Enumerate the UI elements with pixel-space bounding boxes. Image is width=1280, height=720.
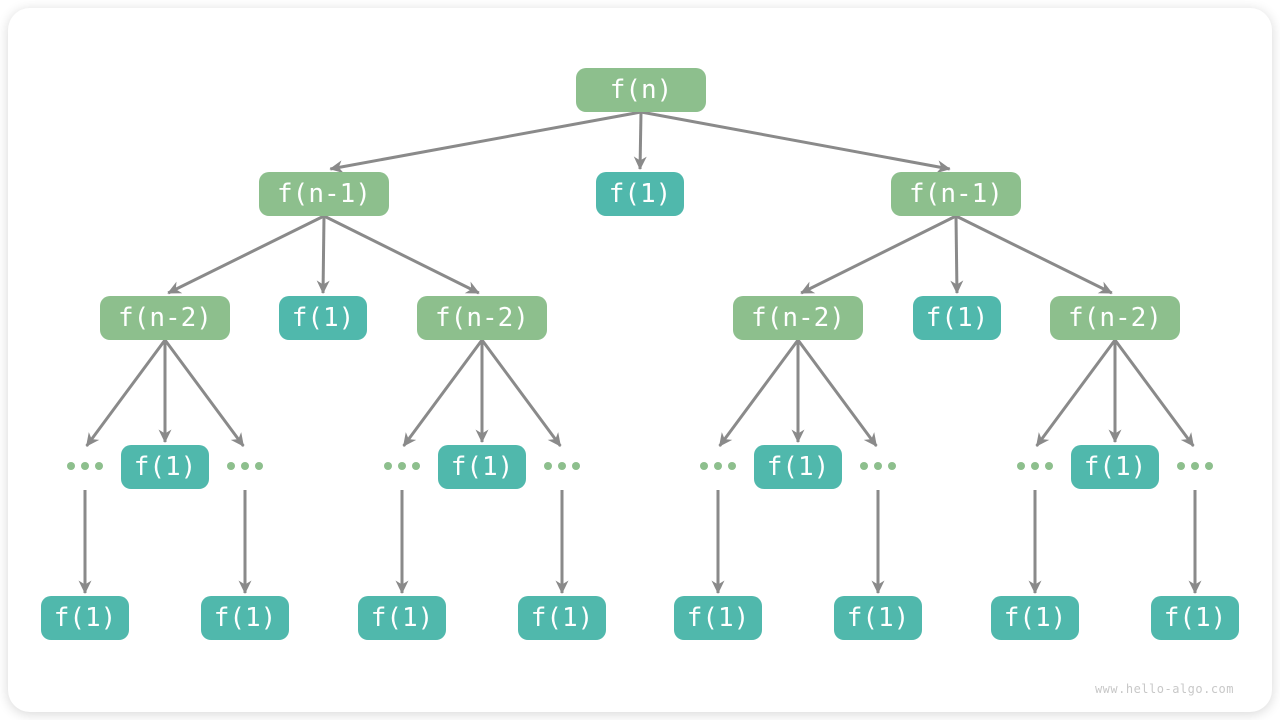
ellipsis-dot <box>888 462 896 470</box>
tree-node-f-1-: f(1) <box>279 296 367 340</box>
ellipsis-node <box>1017 462 1053 470</box>
ellipsis-dot <box>81 462 89 470</box>
tree-node-f-n-1-: f(n-1) <box>891 172 1021 216</box>
ellipsis-dot <box>95 462 103 470</box>
edge-n-b1 <box>633 111 647 170</box>
edge-n1a-n2b <box>323 214 480 295</box>
ellipsis-node <box>700 462 736 470</box>
tree-node-f-n-2-: f(n-2) <box>417 296 547 340</box>
edge-n2d-e7 <box>1035 339 1117 447</box>
tree-node-f-1-: f(1) <box>201 596 289 640</box>
tree-node-f-1-: f(1) <box>754 445 842 489</box>
tree-node-f-1-: f(1) <box>834 596 922 640</box>
edge-n2d-e8 <box>1113 339 1195 447</box>
ellipsis-node <box>67 462 103 470</box>
tree-node-f-1-: f(1) <box>438 445 526 489</box>
ellipsis-node <box>1177 462 1213 470</box>
ellipsis-dot <box>1031 462 1039 470</box>
ellipsis-dot <box>874 462 882 470</box>
ellipsis-dot <box>700 462 708 470</box>
edge-n1a-n2a <box>167 214 325 295</box>
tree-node-f-1-: f(1) <box>991 596 1079 640</box>
tree-node-f-n-2-: f(n-2) <box>100 296 230 340</box>
ellipsis-dot <box>572 462 580 470</box>
ellipsis-dot <box>412 462 420 470</box>
ellipsis-node <box>227 462 263 470</box>
ellipsis-dot <box>558 462 566 470</box>
ellipsis-dot <box>1191 462 1199 470</box>
tree-node-f-1-: f(1) <box>1071 445 1159 489</box>
ellipsis-dot <box>1017 462 1025 470</box>
ellipsis-dot <box>728 462 736 470</box>
tree-node-f-1-: f(1) <box>518 596 606 640</box>
ellipsis-dot <box>714 462 722 470</box>
edge-n1b-b2b <box>950 215 964 294</box>
ellipsis-dot <box>1205 462 1213 470</box>
ellipsis-node <box>384 462 420 470</box>
ellipsis-dot <box>1045 462 1053 470</box>
ellipsis-dot <box>398 462 406 470</box>
tree-node-f-1-: f(1) <box>121 445 209 489</box>
edge-n2a-e1 <box>85 339 167 447</box>
ellipsis-dot <box>255 462 263 470</box>
edge-n-n1b <box>640 110 951 174</box>
edge-n2a-e2 <box>163 339 245 447</box>
edge-n-n1a <box>329 110 642 174</box>
ellipsis-dot <box>1177 462 1185 470</box>
tree-node-f-n-2-: f(n-2) <box>1050 296 1180 340</box>
ellipsis-dot <box>544 462 552 470</box>
edge-n1b-n2d <box>955 214 1113 295</box>
edge-n2b-e3 <box>402 339 484 447</box>
watermark-url: www.hello-algo.com <box>1094 682 1234 696</box>
ellipsis-dot <box>227 462 235 470</box>
tree-node-f-1-: f(1) <box>1151 596 1239 640</box>
tree-node-f-1-: f(1) <box>913 296 1001 340</box>
ellipsis-node <box>860 462 896 470</box>
tree-node-f-n-: f(n) <box>576 68 706 112</box>
tree-node-f-n-2-: f(n-2) <box>733 296 863 340</box>
ellipsis-dot <box>241 462 249 470</box>
ellipsis-dot <box>67 462 75 470</box>
tree-node-f-1-: f(1) <box>41 596 129 640</box>
tree-node-f-n-1-: f(n-1) <box>259 172 389 216</box>
edge-n2b-e4 <box>480 339 562 447</box>
edge-n2c-e6 <box>796 339 878 447</box>
tree-node-f-1-: f(1) <box>674 596 762 640</box>
ellipsis-node <box>544 462 580 470</box>
tree-node-f-1-: f(1) <box>596 172 684 216</box>
edge-n2c-e5 <box>718 339 800 447</box>
edge-n1a-b2a <box>316 215 330 294</box>
ellipsis-dot <box>860 462 868 470</box>
ellipsis-dot <box>384 462 392 470</box>
tree-node-f-1-: f(1) <box>358 596 446 640</box>
edge-n1b-n2c <box>800 214 957 295</box>
